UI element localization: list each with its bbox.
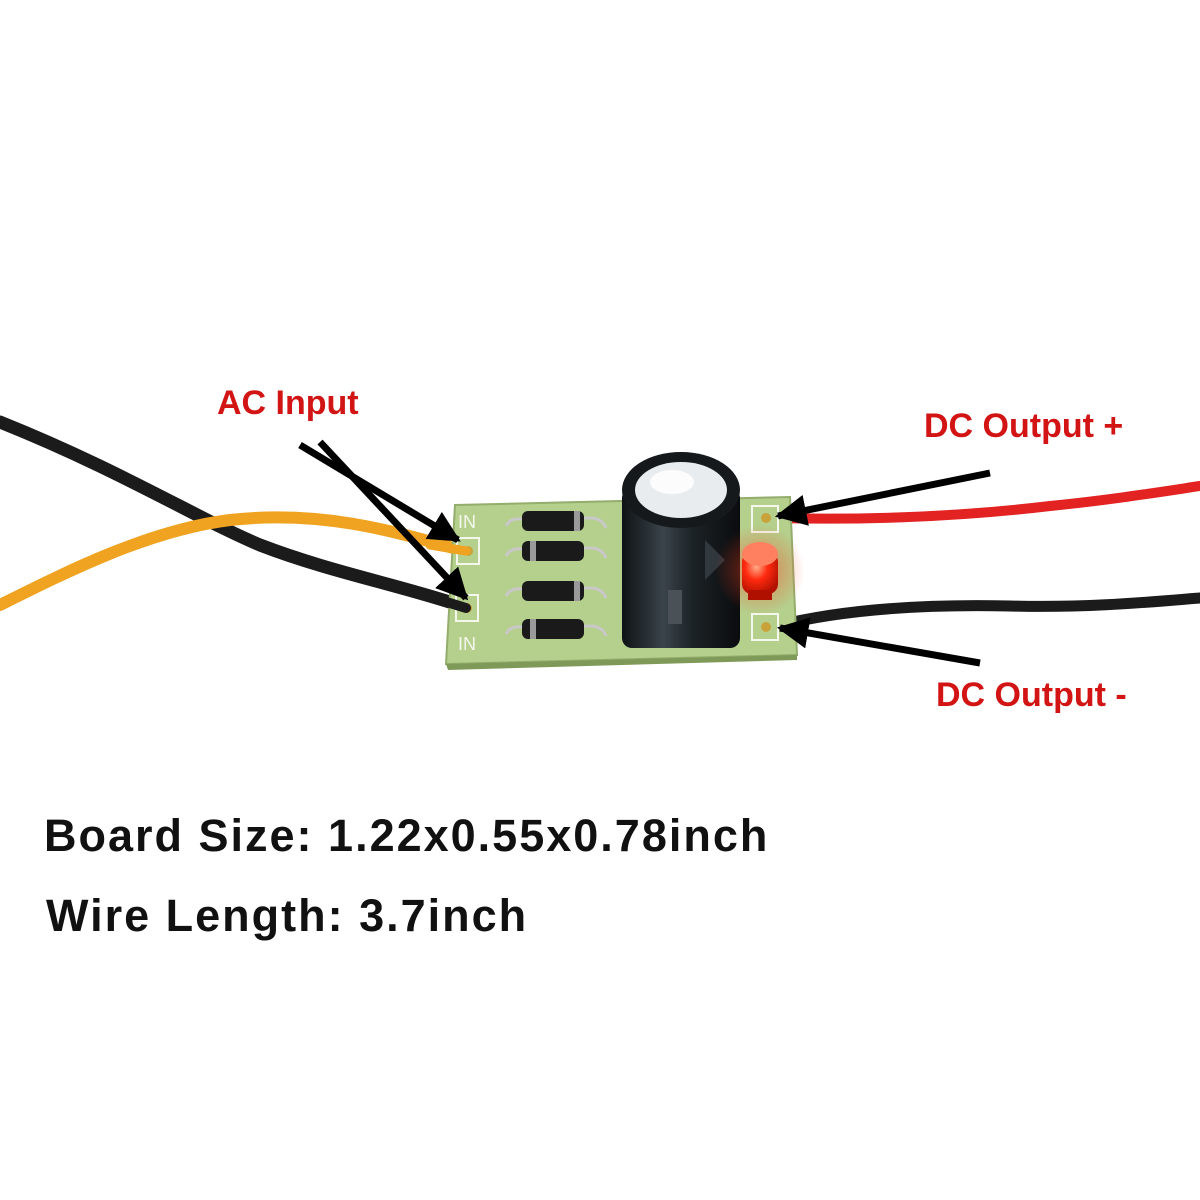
red-dc-wire [770, 481, 1200, 524]
wire-length-spec: Wire Length: 3.7inch [46, 890, 529, 941]
ac-input-arrow-top [298, 442, 461, 543]
bridge-diodes [504, 511, 608, 639]
dc-plus-arrow [774, 469, 991, 526]
diode-4 [504, 619, 608, 639]
ac-input-label: AC Input [217, 384, 359, 422]
yellow-ac-wire [0, 511, 466, 611]
ac-input-arrow-bottom [317, 439, 469, 601]
diode-2 [504, 541, 608, 561]
pcb-in-label-bottom: IN [458, 634, 476, 654]
electrolytic-capacitor [622, 452, 740, 648]
diode-1 [504, 511, 608, 531]
black-dc-wire [770, 592, 1200, 632]
dc-output-minus-label: DC Output - [936, 676, 1127, 714]
black-ac-wire [0, 415, 469, 613]
board-size-spec: Board Size: 1.22x0.55x0.78inch [44, 810, 770, 861]
diode-3 [504, 581, 608, 601]
dc-minus-arrow [776, 617, 981, 667]
dc-output-plus-label: DC Output + [924, 407, 1124, 445]
pcb-in-label-top: IN [458, 512, 476, 532]
power-led [715, 525, 805, 615]
